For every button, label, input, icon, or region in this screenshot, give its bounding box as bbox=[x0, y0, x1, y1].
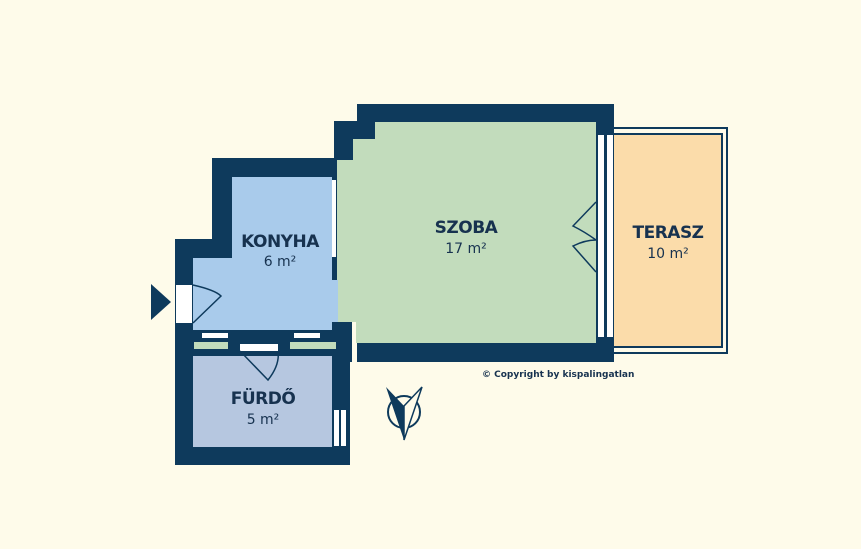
partition-strips bbox=[194, 342, 336, 349]
terasz-area: 10 m² bbox=[647, 246, 689, 262]
entrance-arrow-icon bbox=[151, 284, 171, 320]
entrance-door[interactable] bbox=[176, 284, 223, 324]
windows bbox=[202, 135, 613, 446]
konyha-room bbox=[193, 177, 332, 330]
konyha-area: 6 m² bbox=[264, 254, 297, 270]
konyha-label: KONYHA bbox=[241, 232, 320, 252]
furdo-label: FÜRDŐ bbox=[231, 387, 296, 409]
szoba-area: 17 m² bbox=[445, 241, 487, 257]
bathroom-door[interactable] bbox=[239, 344, 280, 382]
konyha-szoba-opening bbox=[330, 280, 338, 322]
szoba-label: SZOBA bbox=[435, 218, 499, 238]
furdo-room bbox=[193, 356, 332, 447]
szoba-room bbox=[337, 122, 596, 343]
terasz-label: TERASZ bbox=[632, 223, 703, 243]
copyright-text: © Copyright by kispalingatlan bbox=[482, 370, 634, 380]
terrace-door[interactable] bbox=[571, 201, 597, 273]
furdo-area: 5 m² bbox=[247, 412, 280, 428]
north-compass-icon bbox=[386, 386, 423, 441]
terasz-room bbox=[611, 127, 728, 354]
